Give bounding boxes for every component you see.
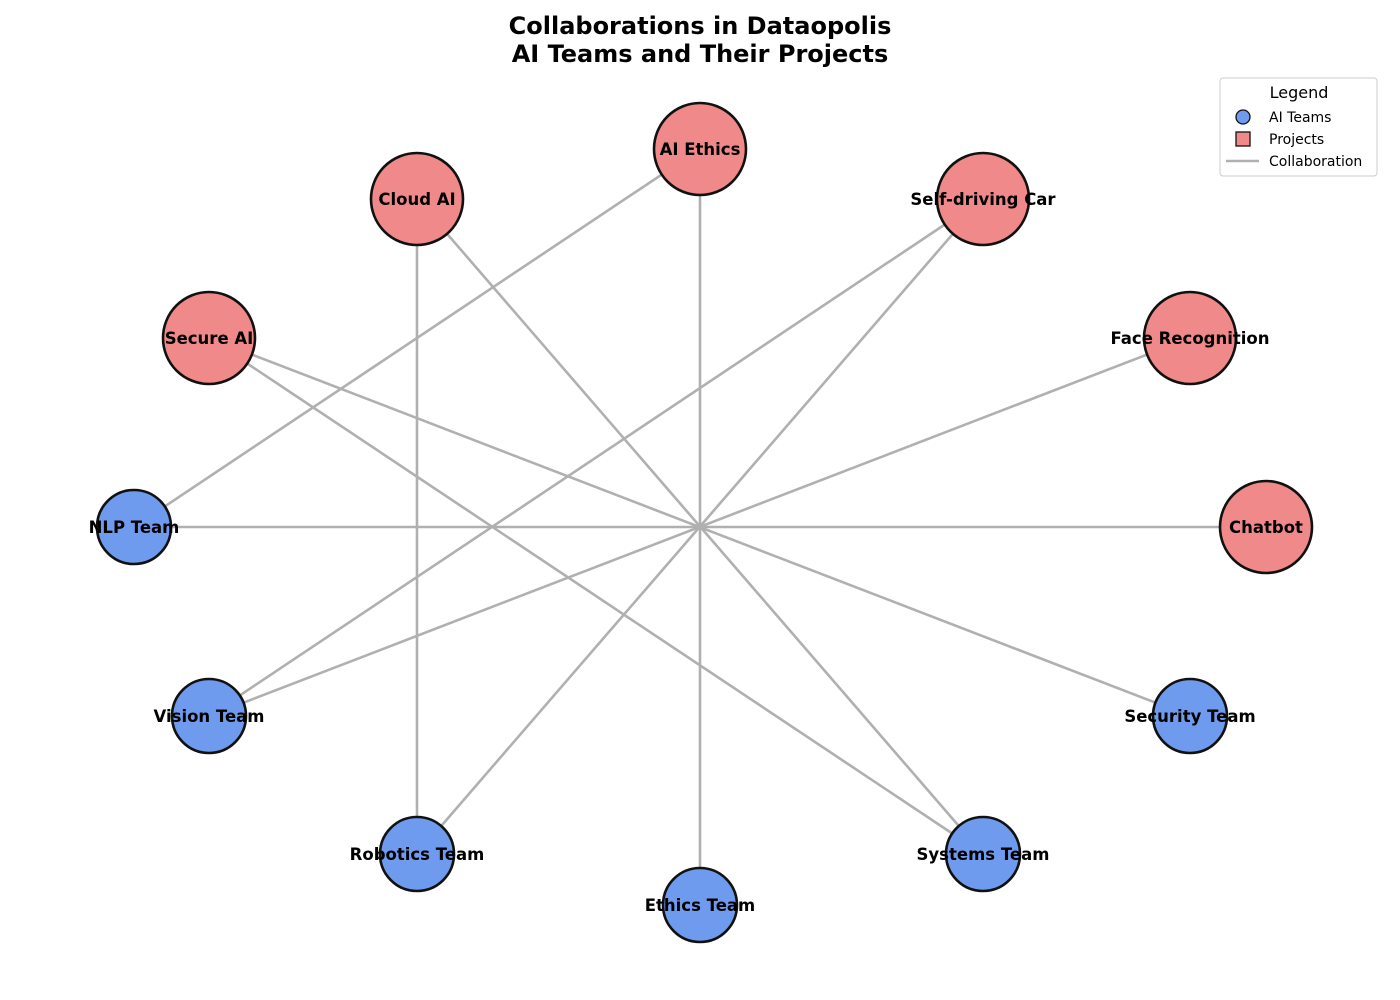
diagram-title-line2: AI Teams and Their Projects (512, 40, 889, 68)
project-node-circle (369, 151, 465, 247)
edge-systems-secure (208, 336, 984, 856)
team-node-circle (170, 677, 248, 755)
node-robotics: Robotics Team (350, 815, 485, 893)
legend: Legend AI Teams Projects Collaboration (1219, 77, 1378, 177)
node-ethics_p: AI Ethics (652, 101, 748, 197)
project-node-circle (1218, 479, 1314, 575)
node-label: AI Ethics (660, 140, 741, 159)
legend-collaboration-label: Collaboration (1269, 154, 1362, 170)
node-label: Self-driving Car (910, 190, 1056, 209)
edge-security-secure (208, 336, 1191, 718)
team-node-circle (661, 866, 739, 944)
node-label: Ethics Team (645, 896, 756, 915)
edges-layer (133, 147, 1266, 905)
diagram-title-line1: Collaborations in Dataopolis (509, 12, 892, 40)
node-label: Security Team (1124, 707, 1255, 726)
node-security: Security Team (1124, 677, 1256, 755)
project-node-circle (935, 151, 1031, 247)
node-ethics_t: Ethics Team (645, 866, 756, 944)
node-label: Vision Team (153, 707, 264, 726)
project-node-circle (652, 101, 748, 197)
node-label: Systems Team (917, 845, 1050, 864)
legend-title: Legend (1270, 83, 1329, 102)
node-nlp: NLP Team (89, 488, 180, 566)
node-label: Secure AI (165, 329, 254, 348)
node-selfdriving: Self-driving Car (910, 151, 1056, 247)
node-cloud: Cloud AI (369, 151, 465, 247)
legend-projects-label: Projects (1269, 132, 1324, 148)
team-node-circle (378, 815, 456, 893)
team-node-circle (944, 815, 1022, 893)
node-vision: Vision Team (153, 677, 265, 755)
node-face: Face Recognition (1110, 290, 1270, 386)
node-label: Chatbot (1229, 518, 1303, 537)
node-chatbot: Chatbot (1218, 479, 1314, 575)
team-node-circle (95, 488, 173, 566)
legend-project-marker (1235, 131, 1251, 147)
project-node-circle (1142, 290, 1238, 386)
project-node-circle (161, 290, 257, 386)
legend-teams-label: AI Teams (1269, 110, 1331, 126)
legend-box (1219, 77, 1378, 177)
edge-vision-selfdriving (208, 197, 984, 718)
nodes-layer: Chatbot Face Recognition Self-driving Car A… (89, 101, 1314, 944)
node-label: Cloud AI (378, 190, 455, 209)
node-label: NLP Team (89, 518, 180, 537)
team-node-circle (1151, 677, 1229, 755)
node-label: Robotics Team (350, 845, 485, 864)
node-systems: Systems Team (917, 815, 1050, 893)
node-secure: Secure AI (161, 290, 257, 386)
node-label: Face Recognition (1110, 329, 1269, 348)
legend-team-marker (1235, 109, 1251, 125)
